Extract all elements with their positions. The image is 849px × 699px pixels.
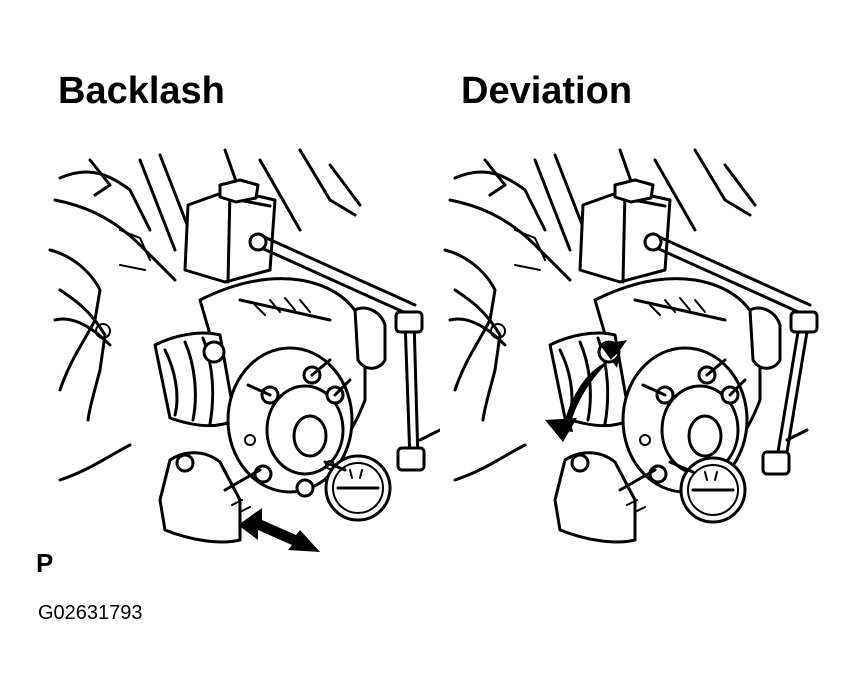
cv-boot-icon xyxy=(153,331,237,428)
curved-rotation-arrow-icon xyxy=(545,340,627,442)
double-headed-arrow-icon xyxy=(238,508,320,552)
axle-hub-icon xyxy=(226,346,354,498)
deviation-illustration xyxy=(443,148,819,544)
deviation-title: Deviation xyxy=(461,70,633,112)
actuator-box-icon xyxy=(578,178,672,284)
dial-gauge-icon xyxy=(323,454,392,522)
axle-hub-icon xyxy=(621,346,749,498)
figure-code: G02631793 xyxy=(38,602,143,624)
actuator-box-icon xyxy=(183,178,277,284)
lower-arm-icon xyxy=(158,451,262,544)
backlash-title: Backlash xyxy=(58,70,225,112)
p-mark: P xyxy=(36,548,54,578)
lower-arm-icon xyxy=(553,451,657,544)
dial-indicator-stand-icon xyxy=(761,310,819,476)
dial-gauge-icon xyxy=(668,456,747,524)
backlash-illustration xyxy=(48,148,440,552)
dial-indicator-stand-icon xyxy=(394,310,440,472)
